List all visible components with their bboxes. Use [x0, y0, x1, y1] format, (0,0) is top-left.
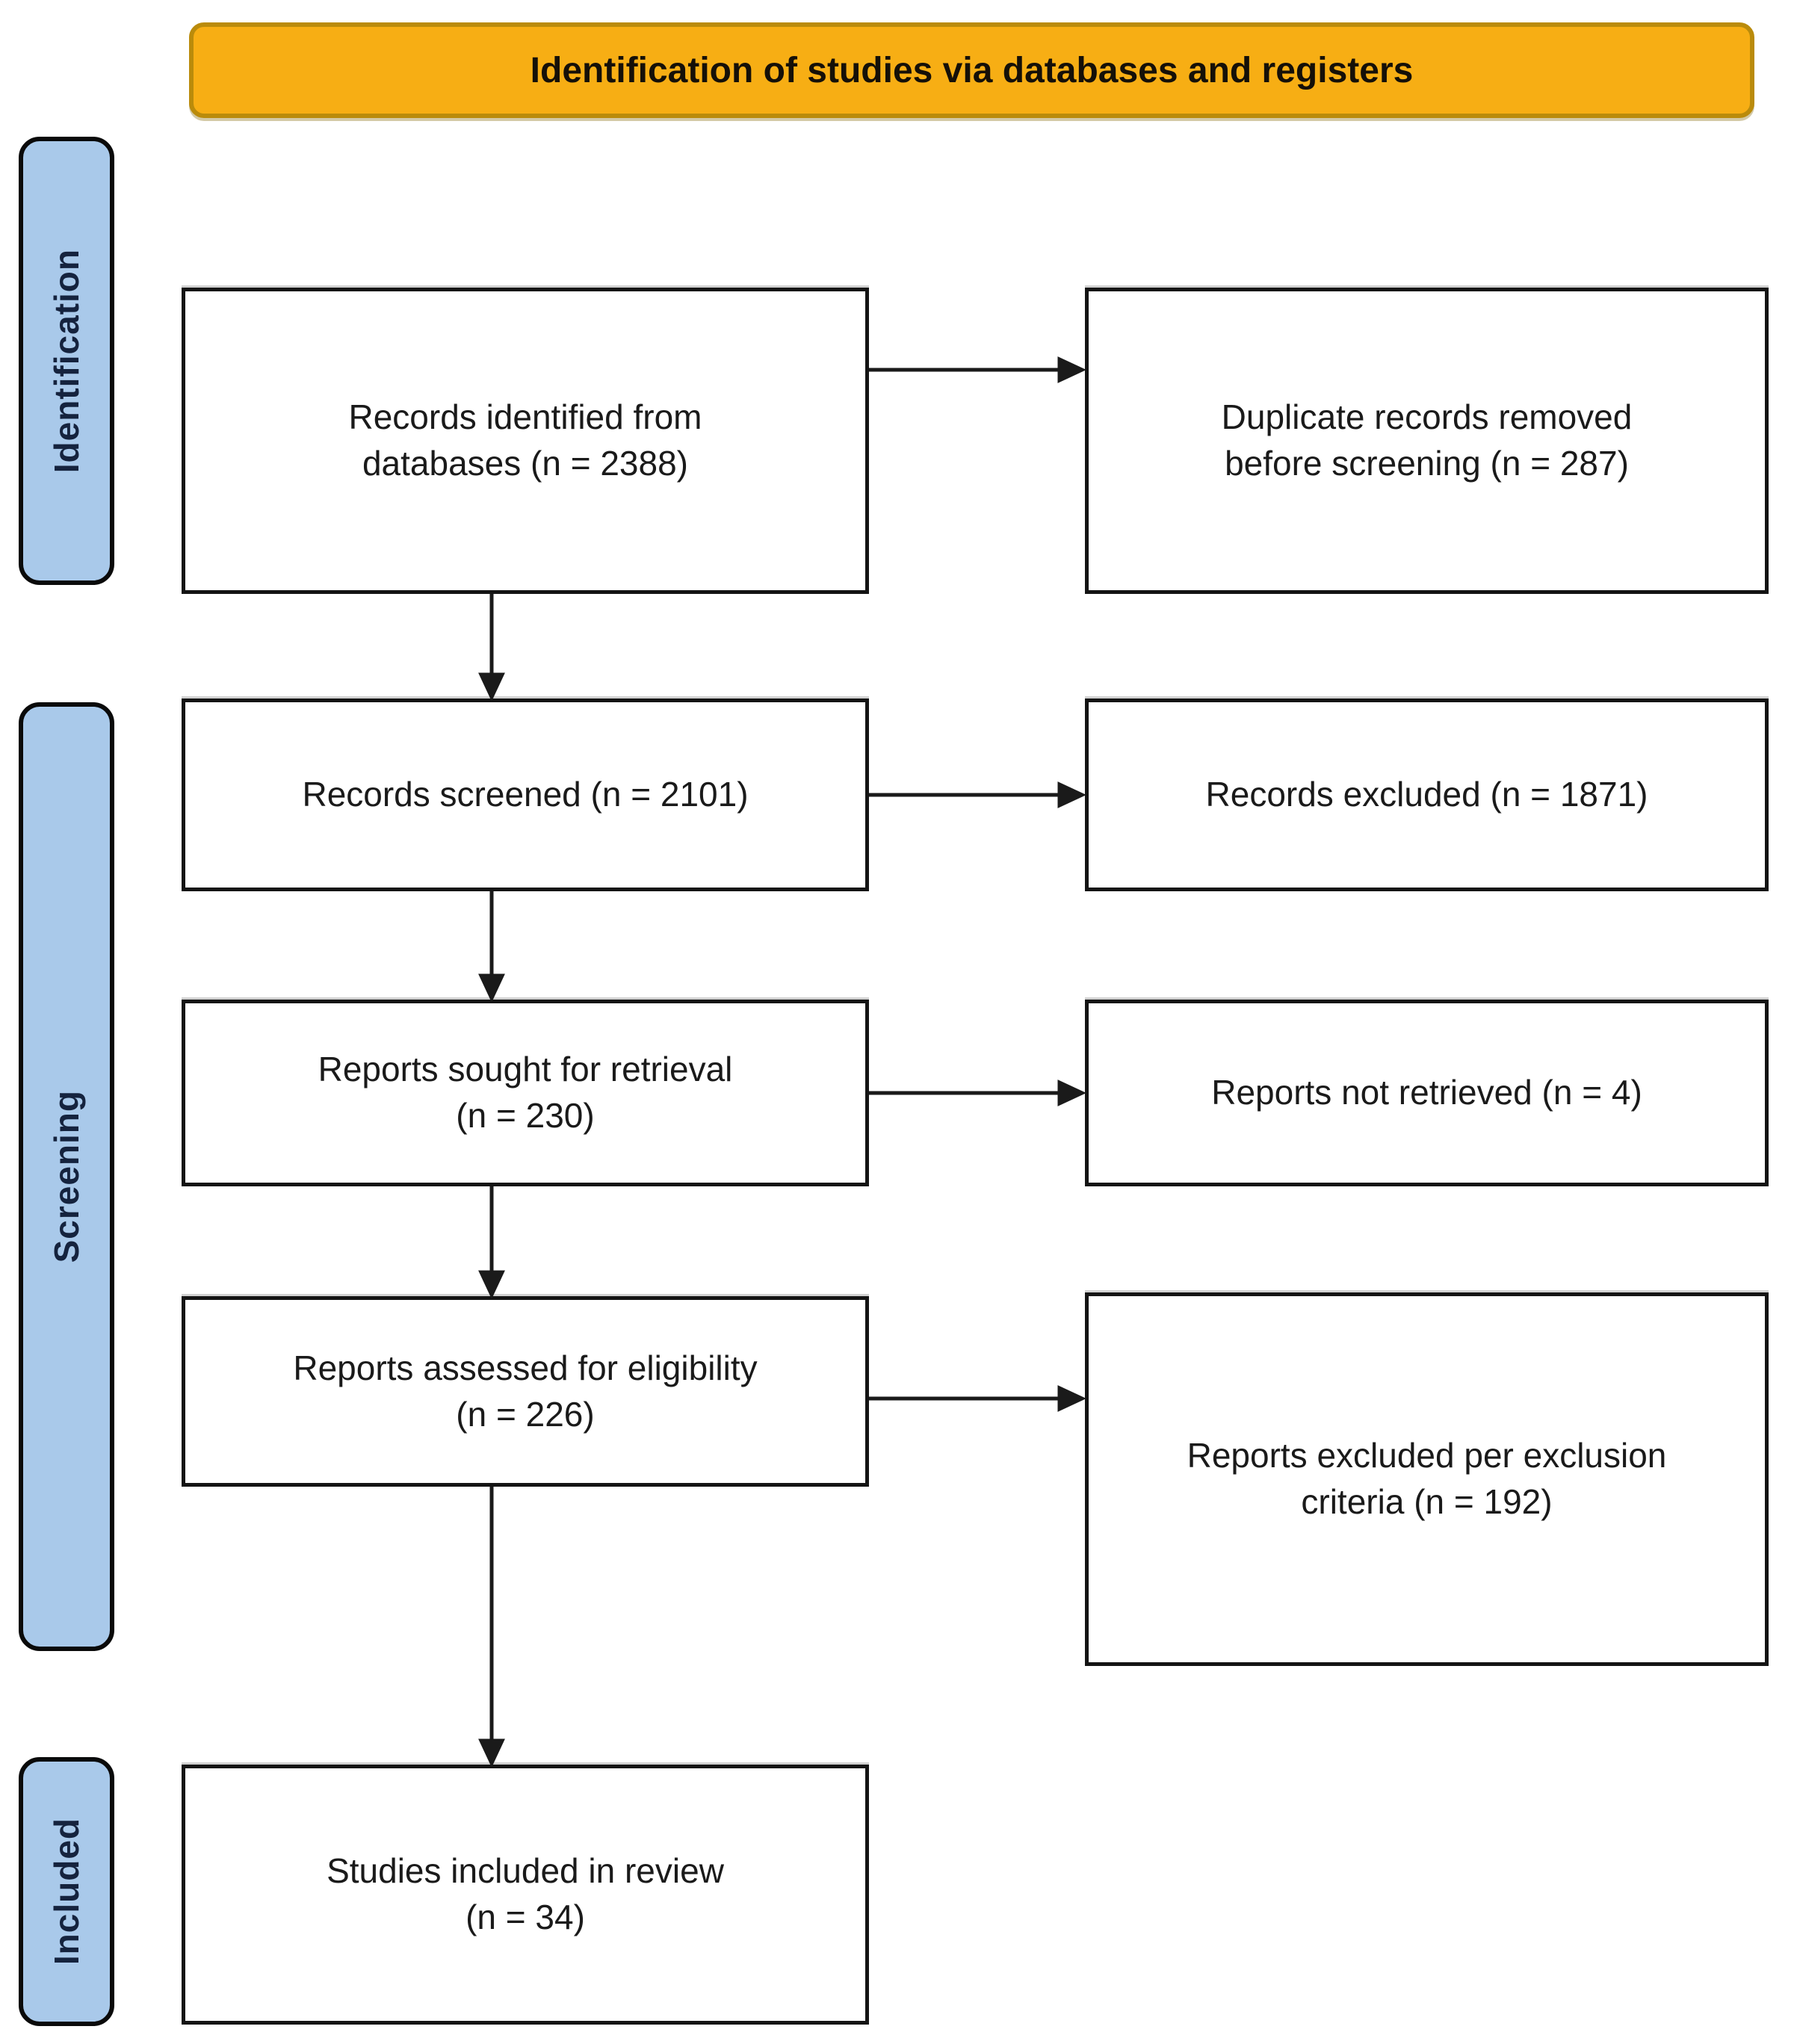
stage-bar-identification: Identification — [19, 137, 114, 585]
stage-label-included: Included — [47, 1818, 86, 1966]
box-text-line: Records excluded (n = 1871) — [1205, 775, 1648, 814]
box-duplicates-removed: Duplicate records removed before screeni… — [1085, 288, 1769, 594]
arrowhead-sought-to-assessed — [478, 1270, 505, 1299]
box-text-line: Records identified from — [348, 397, 702, 437]
box-text-line: Reports assessed for eligibility — [293, 1348, 758, 1387]
banner-identification-of-studies: Identification of studies via databases … — [189, 22, 1754, 118]
box-text-line: databases (n = 2388) — [362, 444, 689, 483]
box-records-excluded: Records excluded (n = 1871) — [1085, 699, 1769, 891]
arrowhead-identified-to-duplicates — [1057, 356, 1086, 383]
arrowhead-assessed-to-included — [478, 1738, 505, 1768]
box-text-line: before screening (n = 287) — [1225, 444, 1629, 483]
box-text-line: Studies included in review — [327, 1851, 724, 1891]
arrowhead-screened-to-sought — [478, 973, 505, 1003]
arrowhead-screened-to-excluded — [1057, 781, 1086, 808]
box-reports-assessed: Reports assessed for eligibility (n = 22… — [182, 1296, 869, 1487]
arrowhead-identified-to-screened — [478, 672, 505, 702]
arrowhead-assessed-to-excluded-criteria — [1057, 1385, 1086, 1412]
stage-bar-screening: Screening — [19, 702, 114, 1651]
box-text-line: Reports excluded per exclusion — [1187, 1436, 1667, 1475]
box-reports-not-retrieved: Reports not retrieved (n = 4) — [1085, 1000, 1769, 1186]
box-text-line: (n = 226) — [456, 1394, 595, 1434]
arrowhead-sought-to-not-retrieved — [1057, 1080, 1086, 1106]
box-text-line: Reports sought for retrieval — [318, 1050, 733, 1089]
stage-label-screening: Screening — [47, 1090, 86, 1263]
box-reports-excluded-criteria: Reports excluded per exclusion criteria … — [1085, 1292, 1769, 1666]
box-records-screened: Records screened (n = 2101) — [182, 699, 869, 891]
box-text-line: (n = 34) — [465, 1898, 585, 1936]
box-text-line: (n = 230) — [456, 1096, 595, 1135]
box-text-line: Reports not retrieved (n = 4) — [1211, 1073, 1642, 1112]
banner-title: Identification of studies via databases … — [530, 50, 1414, 90]
stage-label-identification: Identification — [47, 248, 86, 474]
box-records-identified: Records identified from databases (n = 2… — [182, 288, 869, 594]
box-text-line: criteria (n = 192) — [1301, 1482, 1553, 1521]
box-reports-sought: Reports sought for retrieval (n = 230) — [182, 1000, 869, 1186]
box-text-line: Duplicate records removed — [1221, 397, 1633, 437]
box-studies-included: Studies included in review (n = 34) — [182, 1765, 869, 2025]
box-text-line: Records screened (n = 2101) — [302, 775, 749, 814]
stage-bar-included: Included — [19, 1757, 114, 2026]
